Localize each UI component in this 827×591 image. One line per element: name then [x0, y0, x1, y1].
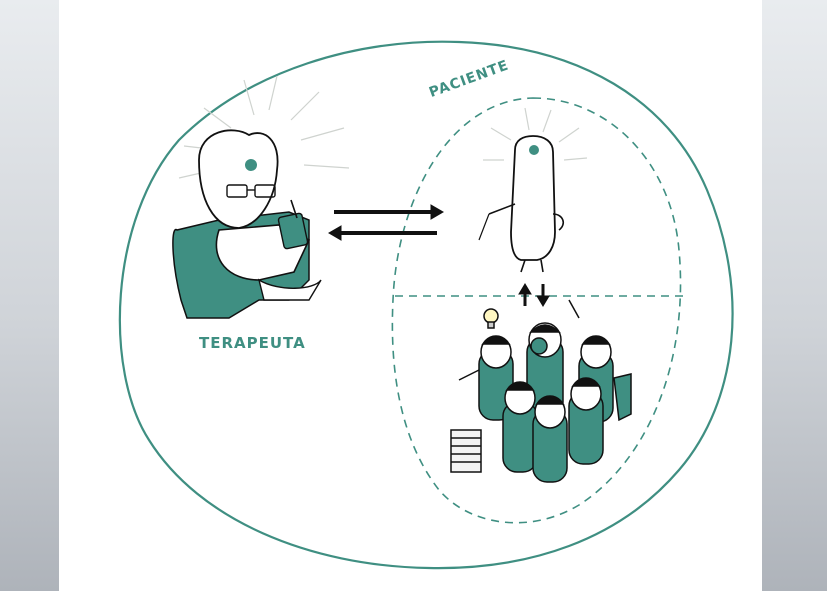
patient-figure — [478, 107, 588, 273]
diagram-panel: TERAPEUTA PACIENTE — [59, 0, 762, 591]
diagram-canvas — [118, 40, 734, 570]
lightbulb-icon — [483, 308, 499, 329]
paper-stack — [450, 429, 482, 473]
outer-boundary — [118, 40, 734, 570]
exchange-arrows — [328, 204, 444, 241]
inner-parts-group — [450, 299, 632, 483]
therapist-figure — [172, 75, 350, 319]
internal-arrows — [518, 283, 550, 307]
therapist-label: TERAPEUTA — [199, 334, 306, 352]
